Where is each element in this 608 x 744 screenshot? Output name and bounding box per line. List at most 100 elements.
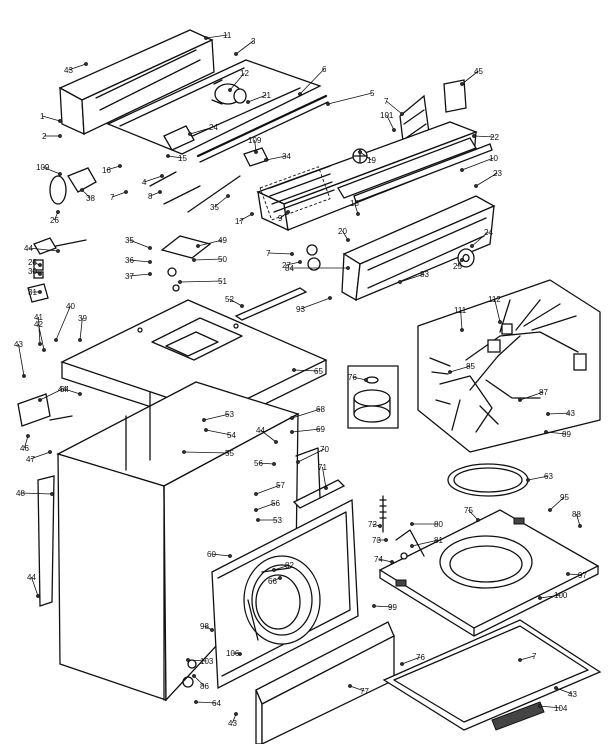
callout-24: 24 xyxy=(188,123,218,136)
callout-leader xyxy=(555,687,573,695)
callout-arrowhead xyxy=(346,238,350,242)
callout-56: 56 xyxy=(254,459,276,468)
hinge-parts xyxy=(395,529,425,560)
callout-arrowhead xyxy=(234,52,238,56)
callout-arrowhead xyxy=(544,430,548,434)
part-number-label: 93 xyxy=(296,305,305,314)
part-number-label: 57 xyxy=(276,481,285,490)
callout-arrowhead xyxy=(192,258,196,262)
callout-arrowhead xyxy=(182,450,186,454)
callout-arrowhead xyxy=(228,88,232,92)
part-number-label: 47 xyxy=(26,455,35,464)
part-number-label: 55 xyxy=(225,449,234,458)
callout-leader xyxy=(519,391,544,401)
part-number-label: 3 xyxy=(251,37,256,46)
callout-12: 12 xyxy=(228,69,249,92)
callout-leader xyxy=(205,429,232,436)
callout-leader xyxy=(247,94,267,103)
callout-34: 34 xyxy=(264,152,291,162)
callout-85: 85 xyxy=(448,362,475,374)
part-number-label: 42 xyxy=(34,320,43,329)
callout-leader xyxy=(378,558,393,563)
part-number-label: 34 xyxy=(282,152,291,161)
callout-arrowhead xyxy=(148,260,152,264)
callout-73: 73 xyxy=(372,536,388,545)
callout-arrowhead xyxy=(296,460,300,464)
part-number-label: 73 xyxy=(372,536,381,545)
callout-leader xyxy=(322,466,327,489)
callout-93: 93 xyxy=(296,296,332,314)
part-number-label: 48 xyxy=(16,489,25,498)
callout-106: 106 xyxy=(226,649,242,658)
callout-arrowhead xyxy=(400,662,404,666)
callout-leader xyxy=(28,247,59,252)
callout-49: 49 xyxy=(196,236,227,248)
callout-leader xyxy=(460,309,463,331)
part-number-label: 103 xyxy=(200,657,214,666)
callout-43: 43 xyxy=(228,712,238,728)
part-number-label: 64 xyxy=(60,385,69,394)
door-gasket xyxy=(447,463,529,497)
callout-leader xyxy=(24,435,29,449)
callout-72: 72 xyxy=(368,520,382,529)
callout-arrowhead xyxy=(410,544,414,548)
callout-84: 84 xyxy=(285,264,350,273)
callout-64: 64 xyxy=(60,385,82,396)
callout-arrowhead xyxy=(292,368,296,372)
part-number-label: 37 xyxy=(125,272,134,281)
callout-103: 103 xyxy=(186,657,214,666)
part-number-label: 11 xyxy=(223,31,232,40)
callout-97: 97 xyxy=(566,571,587,580)
callout-arrowhead xyxy=(148,272,152,276)
callout-leader xyxy=(291,428,321,433)
callout-leader xyxy=(129,273,151,277)
callout-23: 23 xyxy=(474,169,502,188)
callout-21: 21 xyxy=(246,91,271,104)
callout-arrowhead xyxy=(460,168,464,172)
callout-leader xyxy=(268,252,293,255)
pin-rods xyxy=(149,171,241,213)
callout-arrowhead xyxy=(58,119,62,123)
callout-leader xyxy=(299,68,325,95)
callout-arrowhead xyxy=(250,212,254,216)
callout-leader xyxy=(349,685,365,692)
callout-leader xyxy=(352,376,367,381)
callout-leader xyxy=(273,564,290,571)
callout-leader xyxy=(179,280,223,283)
part-number-label: 22 xyxy=(490,133,499,142)
callout-28: 28 xyxy=(28,258,42,267)
callout-arrowhead xyxy=(38,272,42,276)
callout-leader xyxy=(189,126,214,135)
console-trim-strip xyxy=(337,137,493,203)
callout-arrowhead xyxy=(160,174,164,178)
callout-arrowhead xyxy=(398,280,402,284)
part-number-label: 51 xyxy=(218,277,227,286)
callout-arrowhead xyxy=(298,92,302,96)
callout-leader xyxy=(527,475,549,481)
callout-arrowhead xyxy=(290,430,294,434)
callout-53: 53 xyxy=(256,516,282,525)
callout-leader xyxy=(20,492,53,495)
part-number-label: 5 xyxy=(370,89,375,98)
part-number-label: 28 xyxy=(28,258,37,267)
part-number-label: 39 xyxy=(78,314,87,323)
callout-leader xyxy=(129,259,151,263)
callout-101: 101 xyxy=(380,111,396,132)
callout-leader xyxy=(64,388,81,395)
callout-70: 70 xyxy=(296,445,329,464)
callout-99: 99 xyxy=(372,603,397,612)
callout-leader xyxy=(549,496,565,511)
part-number-label: 87 xyxy=(539,388,548,397)
part-number-label: 98 xyxy=(200,622,209,631)
part-number-label: 70 xyxy=(320,445,329,454)
part-number-label: 52 xyxy=(225,295,234,304)
part-number-label: 17 xyxy=(235,217,244,226)
callout-arrowhead xyxy=(390,560,394,564)
callout-arrowhead xyxy=(118,164,122,168)
callout-74: 74 xyxy=(374,555,394,564)
callout-77: 77 xyxy=(348,684,369,696)
callout-arrowhead xyxy=(50,492,54,496)
callout-arrowhead xyxy=(358,150,362,154)
callout-leader xyxy=(519,655,535,661)
